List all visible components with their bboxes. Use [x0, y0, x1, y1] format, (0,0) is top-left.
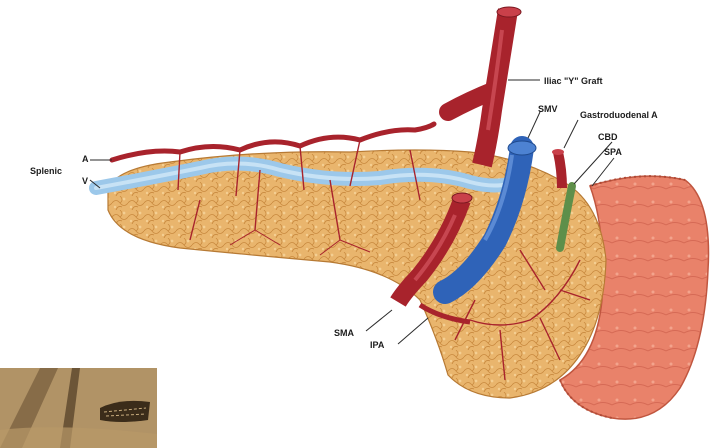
label-gastroduodenal: Gastroduodenal A [580, 110, 658, 120]
surgical-photo-icon [0, 368, 157, 448]
label-sma: SMA [334, 328, 355, 338]
label-iliac-graft: Iliac "Y" Graft [544, 76, 603, 86]
iliac-y-graft [448, 7, 521, 165]
label-splenic-artery: A [82, 154, 89, 164]
label-cbd: CBD [598, 132, 618, 142]
inset-photo [0, 368, 157, 448]
label-smv: SMV [538, 104, 558, 114]
label-splenic-vein: V [82, 176, 88, 186]
pancreas [108, 150, 606, 398]
label-splenic: Splenic [30, 166, 62, 176]
label-ipa: IPA [370, 340, 385, 350]
label-spa: SPA [604, 147, 622, 157]
